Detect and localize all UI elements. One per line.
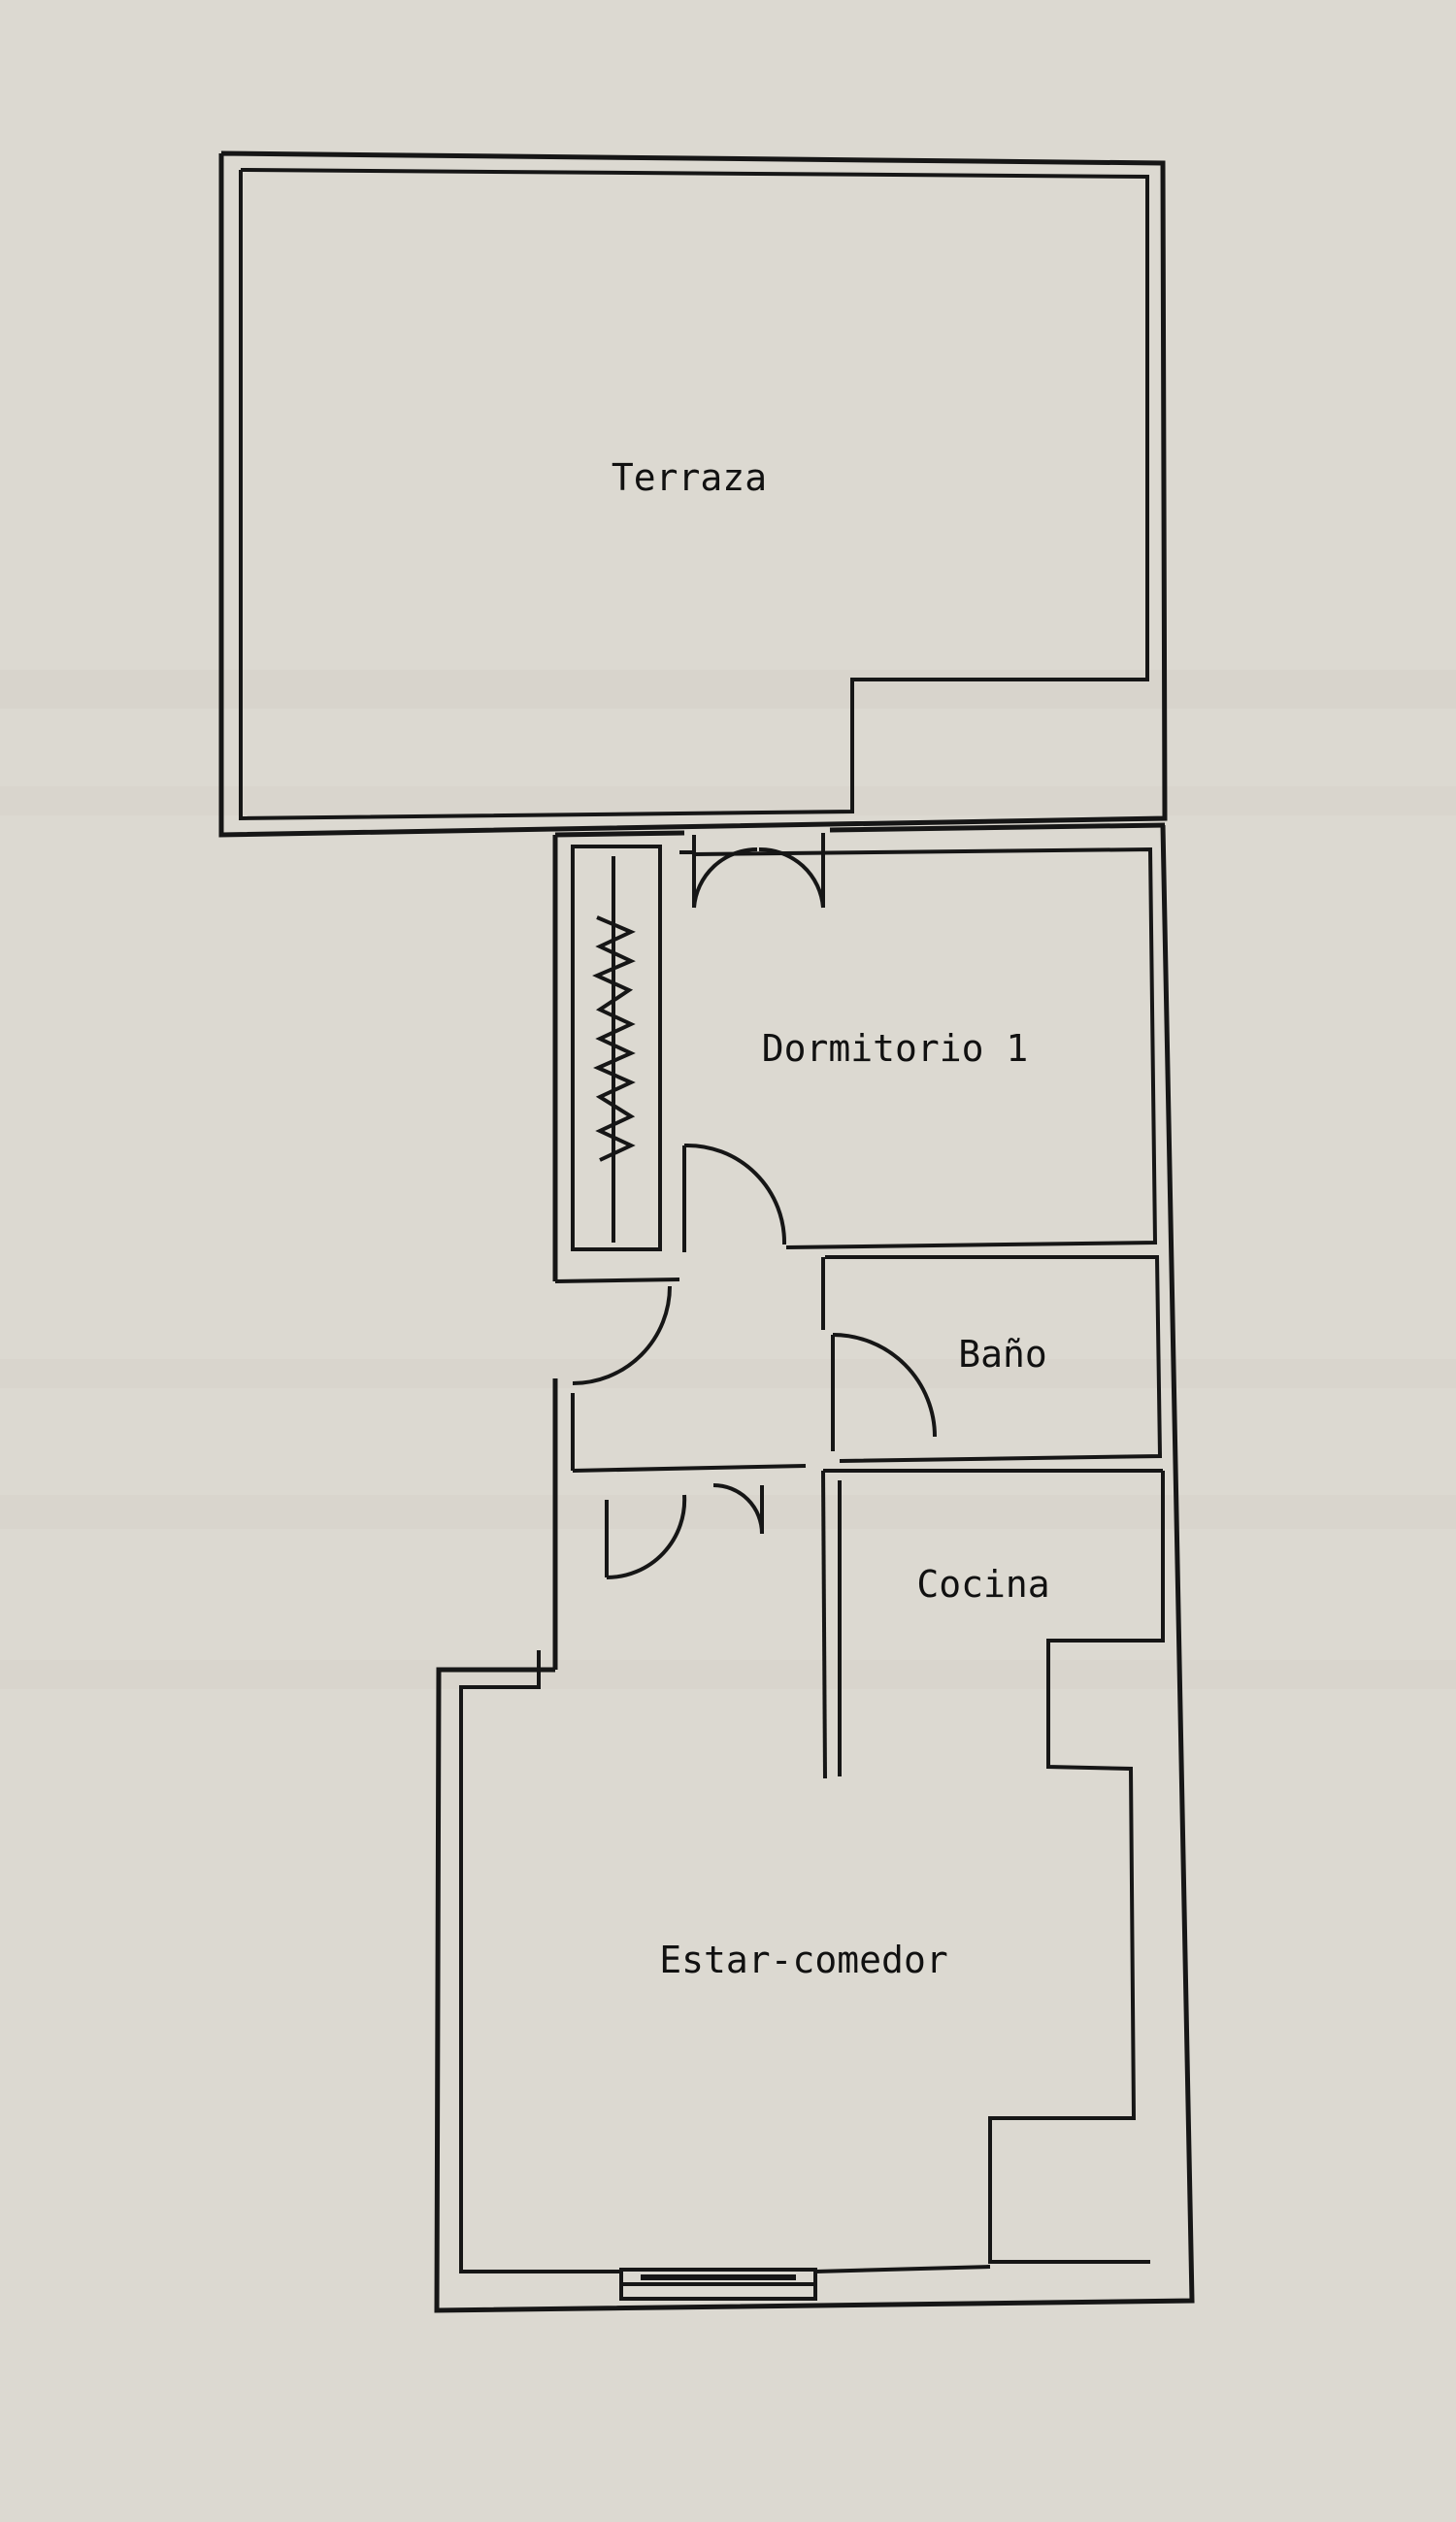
hall-doors (552, 1285, 807, 1670)
wardrobe-closet (552, 835, 680, 1283)
cocina-label: Cocina (916, 1563, 1049, 1606)
dormitorio-room (554, 822, 1166, 1252)
estar-comedor-room (434, 824, 1195, 2313)
estar-comedor-label: Estar-comedor (659, 1939, 947, 1981)
bano-room (821, 1255, 1163, 1463)
terraza-room (218, 150, 1168, 838)
show-through-text (0, 670, 1456, 1689)
terraza-label: Terraza (612, 456, 767, 499)
cocina-room (821, 1469, 1165, 2264)
dormitorio-label: Dormitorio 1 (762, 1027, 1029, 1070)
bano-label: Baño (958, 1333, 1047, 1376)
